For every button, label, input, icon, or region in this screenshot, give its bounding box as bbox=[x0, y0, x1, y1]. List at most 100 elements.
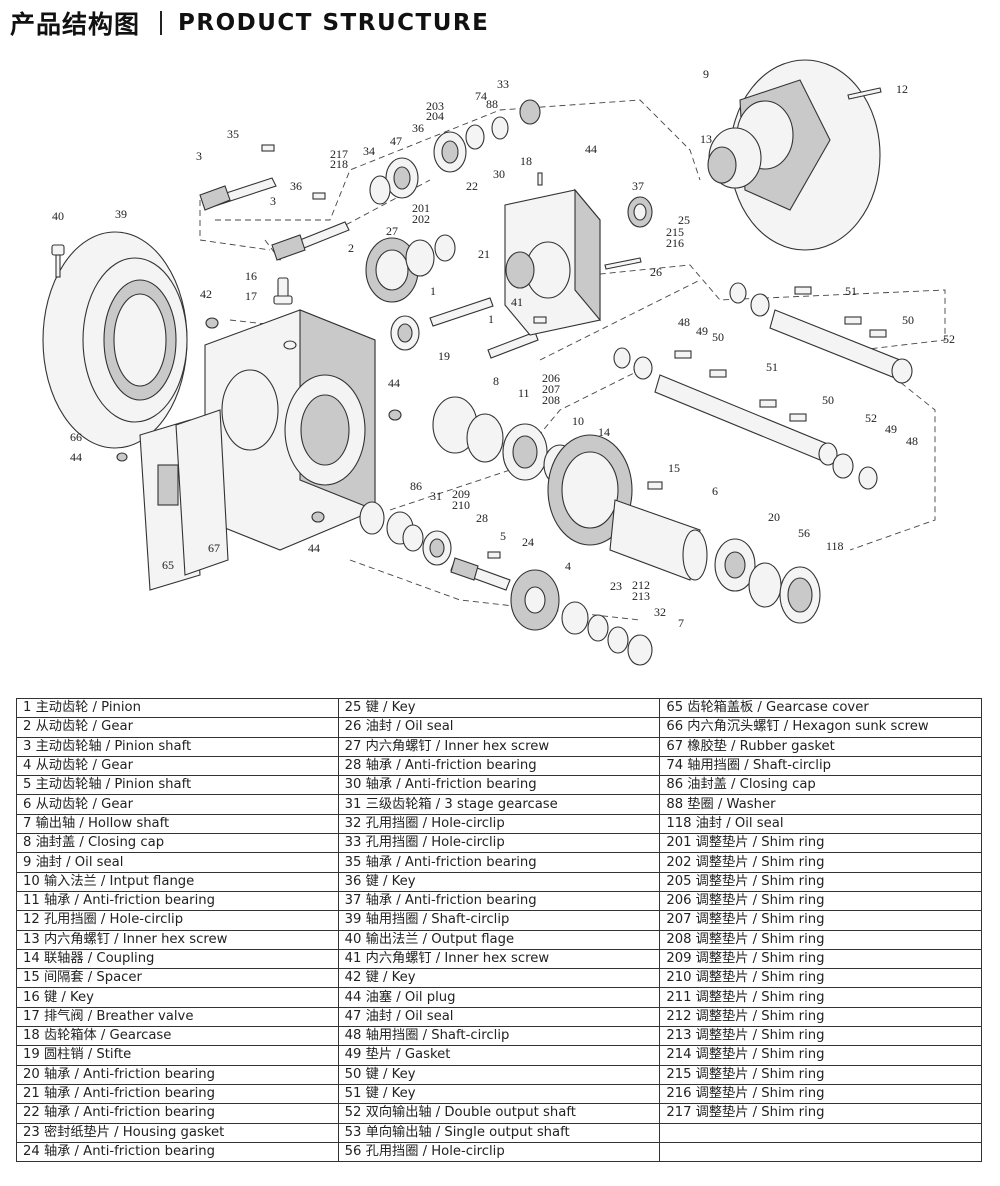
callout-label: 56 bbox=[798, 526, 810, 540]
output-flange bbox=[42, 231, 188, 449]
callout-label: 74 bbox=[475, 89, 487, 103]
screws-13-27 bbox=[604, 87, 882, 270]
callout-label: 36 bbox=[290, 179, 302, 193]
legend-cell: 24 轴承 / Anti-friction bearing bbox=[16, 1141, 339, 1163]
legend-cell bbox=[659, 1122, 982, 1143]
bearing-21-circlip-56 bbox=[714, 538, 782, 608]
callout-label: 33 bbox=[497, 77, 509, 91]
legend-cell: 20 轴承 / Anti-friction bearing bbox=[16, 1064, 339, 1085]
parts-illustration bbox=[42, 59, 913, 666]
table-row: 7 输出轴 / Hollow shaft 32 孔用挡圈 / Hole-circ… bbox=[16, 813, 982, 835]
legend-cell: 40 输出法兰 / Output flage bbox=[337, 929, 661, 950]
callout-label: 5 bbox=[500, 529, 506, 543]
table-row: 8 油封盖 / Closing cap 33 孔用挡圈 / Hole-circl… bbox=[16, 833, 982, 854]
callout-label: 1 bbox=[488, 312, 494, 326]
legend-cell: 213 调整垫片 / Shim ring bbox=[659, 1026, 982, 1047]
legend-cell: 205 调整垫片 / Shim ring bbox=[659, 871, 982, 892]
callout-label: 217 bbox=[330, 147, 348, 161]
callout-label: 218 bbox=[330, 157, 348, 171]
callout-label: 21 bbox=[478, 247, 490, 261]
legend-cell: 18 齿轮箱体 / Gearcase bbox=[16, 1026, 339, 1047]
legend-cell: 33 孔用挡圈 / Hole-circlip bbox=[337, 833, 661, 854]
callout-label: 19 bbox=[438, 349, 450, 363]
legend-cell: 15 间隔套 / Spacer bbox=[16, 968, 339, 989]
keys-50-51 bbox=[674, 286, 887, 422]
legend-cell: 47 油封 / Oil seal bbox=[337, 1006, 661, 1028]
callout-label: 50 bbox=[822, 393, 834, 407]
legend-cell: 49 垫片 / Gasket bbox=[337, 1045, 661, 1066]
table-row: 13 内六角螺钉 / Inner hex screw 40 输出法兰 / Out… bbox=[16, 929, 982, 950]
parts-legend-table: 1 主动齿轮 / Pinion 25 键 / Key 65 齿轮箱盖板 / Ge… bbox=[16, 697, 982, 1163]
circlips-right bbox=[613, 282, 878, 490]
legend-cell: 10 输入法兰 / Intput flange bbox=[16, 871, 339, 892]
callout-label: 49 bbox=[696, 324, 708, 338]
callout-label: 44 bbox=[585, 142, 597, 156]
table-row: 22 轴承 / Anti-friction bearing 52 双向输出轴 /… bbox=[16, 1103, 982, 1124]
legend-cell: 26 油封 / Oil seal bbox=[337, 717, 661, 738]
callout-label: 216 bbox=[666, 236, 684, 250]
callout-label: 27 bbox=[386, 224, 398, 238]
legend-cell: 4 从动齿轮 / Gear bbox=[16, 755, 339, 777]
legend-cell: 210 调整垫片 / Shim ring bbox=[659, 968, 982, 989]
keys-small bbox=[261, 144, 547, 559]
legend-cell: 44 油塞 / Oil plug bbox=[337, 987, 661, 1008]
callout-label: 3 bbox=[270, 194, 276, 208]
exploded-view-diagram: 1 1 2 3 3 4 5 6 7 8 9 10 11 12 13 14 15 … bbox=[42, 59, 955, 666]
callout-label: 8 bbox=[493, 374, 499, 388]
callout-label: 203 bbox=[426, 99, 444, 113]
table-row: 14 联轴器 / Coupling 41 内六角螺钉 / Inner hex s… bbox=[16, 948, 982, 970]
callout-label: 17 bbox=[245, 289, 257, 303]
legend-cell: 7 输出轴 / Hollow shaft bbox=[16, 813, 339, 835]
callout-label: 13 bbox=[700, 132, 712, 146]
callout-label: 52 bbox=[865, 411, 877, 425]
table-row: 18 齿轮箱体 / Gearcase 48 轴用挡圈 / Shaft-circl… bbox=[16, 1026, 982, 1047]
legend-cell: 19 圆柱销 / Stifte bbox=[16, 1045, 339, 1066]
key-16 bbox=[647, 481, 663, 490]
callout-label: 86 bbox=[410, 479, 422, 493]
legend-cell: 8 油封盖 / Closing cap bbox=[16, 833, 339, 854]
legend-cell: 215 调整垫片 / Shim ring bbox=[659, 1064, 982, 1085]
legend-cell: 37 轴承 / Anti-friction bearing bbox=[337, 890, 661, 912]
title-chinese: 产品结构图 bbox=[10, 10, 141, 39]
legend-cell: 23 密封纸垫片 / Housing gasket bbox=[16, 1122, 339, 1143]
legend-cell bbox=[659, 1141, 982, 1163]
callout-label: 1 bbox=[430, 284, 436, 298]
legend-cell: 66 内六角沉头螺钉 / Hexagon sunk screw bbox=[659, 717, 982, 738]
legend-cell: 56 孔用挡圈 / Hole-circlip bbox=[337, 1141, 661, 1163]
callout-label: 2 bbox=[348, 241, 354, 255]
output-shafts bbox=[654, 309, 913, 466]
table-row: 16 键 / Key 44 油塞 / Oil plug 211 调整垫片 / S… bbox=[16, 987, 982, 1008]
callout-label: 50 bbox=[902, 313, 914, 327]
callout-label: 37 bbox=[632, 179, 644, 193]
callout-label: 47 bbox=[390, 134, 402, 148]
title-english: PRODUCT STRUCTURE bbox=[178, 10, 490, 36]
gearcase-cover bbox=[139, 409, 229, 591]
callout-label: 9 bbox=[703, 67, 709, 81]
callout-label: 49 bbox=[885, 422, 897, 436]
oil-plugs bbox=[116, 317, 402, 523]
legend-cell: 118 油封 / Oil seal bbox=[659, 813, 982, 835]
legend-cell: 214 调整垫片 / Shim ring bbox=[659, 1045, 982, 1066]
gearcase-body bbox=[204, 309, 376, 551]
pinion-1 bbox=[429, 297, 539, 359]
legend-cell: 12 孔用挡圈 / Hole-circlip bbox=[16, 910, 339, 931]
coupling-14 bbox=[707, 127, 762, 189]
legend-cell: 41 内六角螺钉 / Inner hex screw bbox=[337, 948, 661, 970]
callout-label: 23 bbox=[610, 579, 622, 593]
legend-cell: 65 齿轮箱盖板 / Gearcase cover bbox=[659, 697, 982, 719]
table-row: 20 轴承 / Anti-friction bearing 50 键 / Key… bbox=[16, 1064, 982, 1085]
callout-label: 208 bbox=[542, 393, 560, 407]
legend-cell: 209 调整垫片 / Shim ring bbox=[659, 948, 982, 970]
callout-label: 209 bbox=[452, 487, 470, 501]
shim-rings-upper bbox=[369, 99, 541, 262]
legend-cell: 211 调整垫片 / Shim ring bbox=[659, 987, 982, 1008]
legend-cell: 201 调整垫片 / Shim ring bbox=[659, 833, 982, 854]
callout-label: 48 bbox=[906, 434, 918, 448]
legend-cell: 16 键 / Key bbox=[16, 987, 339, 1008]
callout-label: 118 bbox=[826, 539, 844, 553]
callout-label: 30 bbox=[493, 167, 505, 181]
callout-labels: 1 1 2 3 3 4 5 6 7 8 9 10 11 12 13 14 15 … bbox=[52, 67, 955, 630]
gear-4 bbox=[510, 569, 560, 631]
legend-cell: 212 调整垫片 / Shim ring bbox=[659, 1006, 982, 1028]
table-row: 5 主动齿轮轴 / Pinion shaft 30 轴承 / Anti-fric… bbox=[16, 775, 982, 796]
